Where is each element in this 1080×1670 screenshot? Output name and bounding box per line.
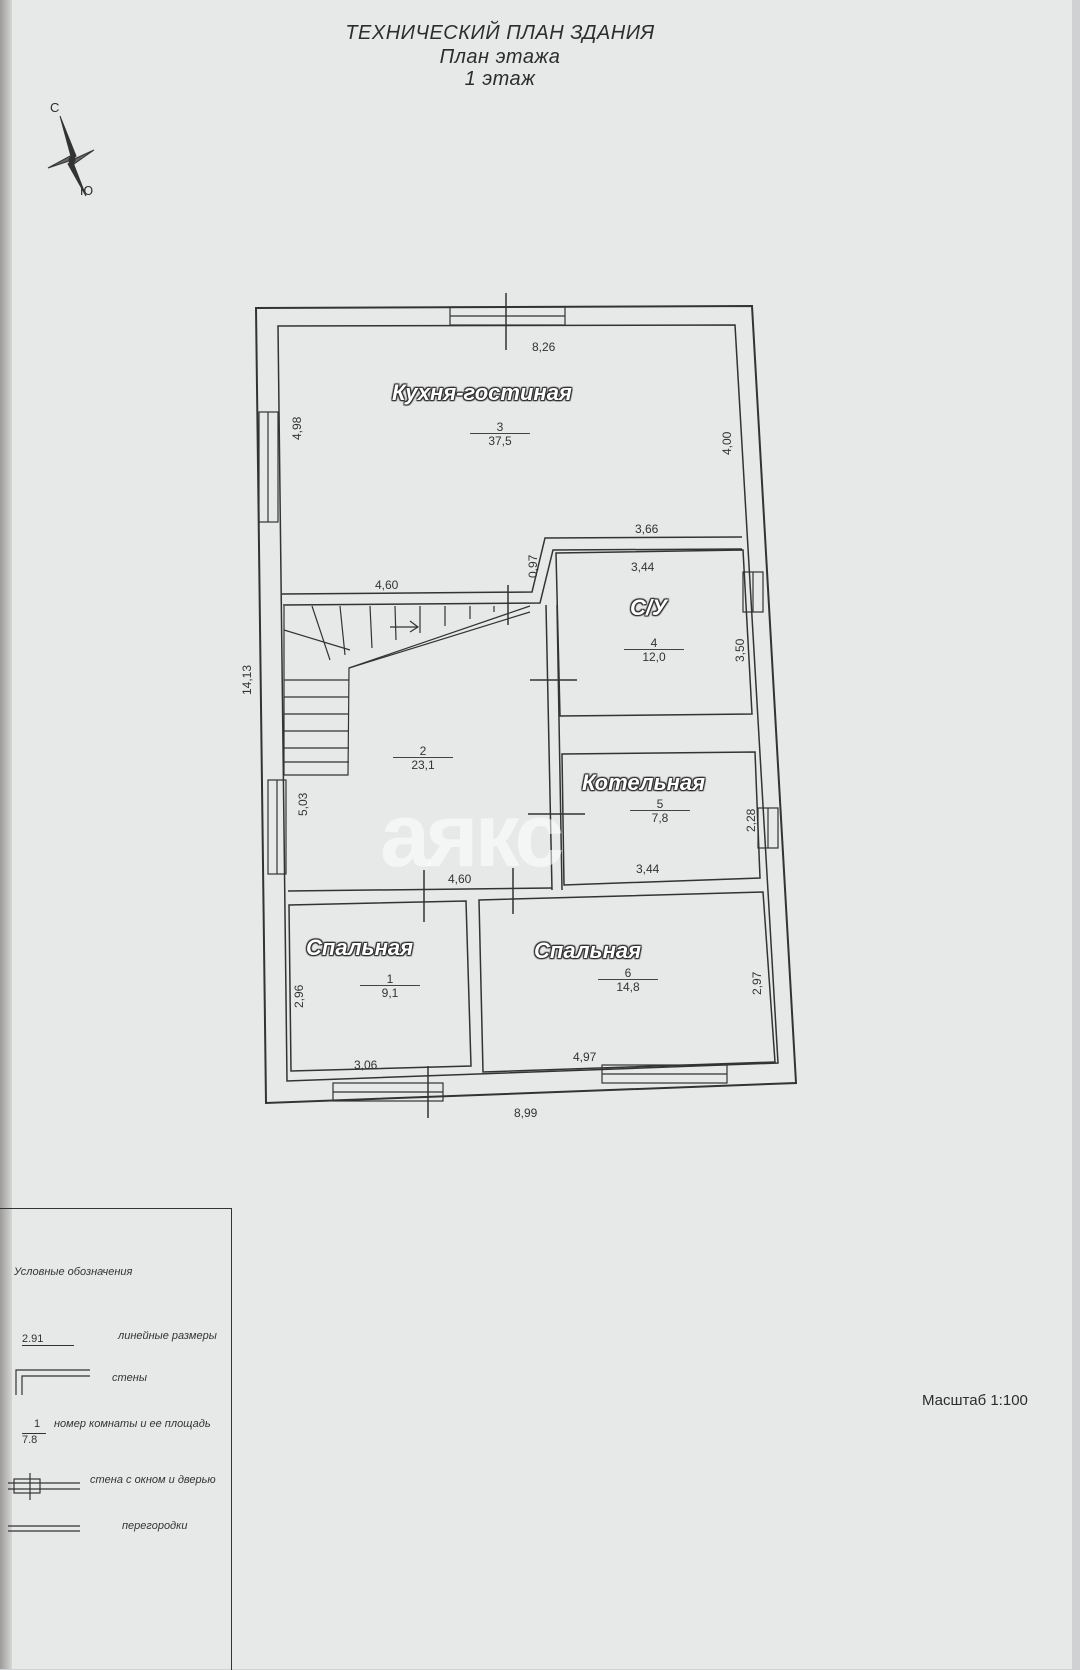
doors [423, 293, 585, 1118]
legend-title: Условные обозначения [14, 1266, 133, 1278]
room-5-number: 5 [656, 797, 664, 811]
legend-dim-sample: 2.91 [22, 1333, 74, 1346]
room-6-number: 6 [624, 966, 632, 980]
room-1-name: Спальная [306, 935, 414, 960]
dim-kitchen-bottom-left: 4,60 [375, 578, 399, 592]
dim-kitchen-bottom-right: 3,66 [635, 522, 659, 536]
boiler-room-outline [561, 751, 761, 886]
room-5-area: 7,8 [630, 810, 690, 825]
dim-boiler-bottom: 3,44 [636, 862, 660, 876]
room-6-area: 14,8 [598, 979, 658, 994]
plan-title: ТЕХНИЧЕСКИЙ ПЛАН ЗДАНИЯ [345, 22, 655, 44]
dim-total-width: 8,99 [514, 1106, 538, 1120]
room-5-name: Котельная [582, 770, 706, 795]
bedroom6-outline [478, 891, 776, 1073]
room-3-number: 3 [496, 420, 504, 434]
legend-window-door-label: стена с окном и дверью [90, 1474, 216, 1486]
legend-box [0, 1208, 232, 1670]
kitchen-lower-wall [281, 536, 743, 595]
room-1-area: 9,1 [360, 985, 420, 1000]
room-4-area: 12,0 [624, 649, 684, 664]
compass-rose-icon [47, 115, 95, 197]
plan-sheet [10, 0, 1072, 1669]
dim-top-width: 8,26 [532, 340, 556, 354]
compass-south-label: Ю [80, 183, 94, 198]
bedroom1-outline [288, 900, 472, 1072]
legend-walls-label: стены [112, 1372, 147, 1384]
hall-right-partition [545, 604, 553, 891]
floor-label: 1 этаж [464, 68, 536, 90]
legend-dim-label: линейные размеры [118, 1330, 217, 1342]
legend-partitions-label: перегородки [122, 1520, 188, 1532]
hall-bottom-wall [287, 887, 553, 892]
outer-wall-outer [254, 304, 798, 1105]
watermark: аякс [380, 786, 564, 886]
dim-bed6-bottom: 4,97 [573, 1050, 597, 1064]
room-3-name: Кухня-гостиная [392, 380, 572, 405]
windows [258, 306, 779, 1102]
room-1-number: 1 [386, 972, 394, 986]
room-3-area: 37,5 [470, 433, 530, 448]
legend-room-sample-bottom: 7.8 [22, 1433, 46, 1446]
room-6-name: Спальная [534, 938, 642, 963]
scale-label: Масштаб 1:100 [922, 1392, 1028, 1409]
dim-su-top: 3,44 [631, 560, 655, 574]
dim-hall-bottom: 4,60 [448, 872, 472, 886]
legend-room-sample-top: 1 [34, 1418, 41, 1430]
staircase [283, 605, 531, 776]
room-4-name: С/У [630, 595, 667, 620]
kitchen-lower-wall-2 [282, 548, 743, 606]
outer-wall-inner [277, 324, 779, 1082]
dim-bed1-bottom: 3,06 [354, 1058, 378, 1072]
room-2-area: 23,1 [393, 757, 453, 772]
room-2-number: 2 [419, 744, 427, 758]
room-4-number: 4 [650, 636, 658, 650]
legend-room-label: номер комнаты и ее площадь [54, 1418, 211, 1430]
compass-north-label: С [50, 100, 60, 115]
plan-subtitle: План этажа [439, 46, 561, 68]
binding-edge [0, 0, 12, 1669]
